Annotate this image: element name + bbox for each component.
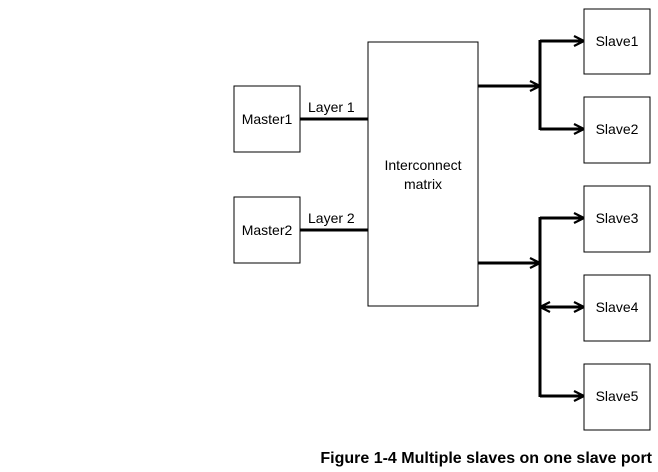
slave4-label: Slave4 — [596, 299, 639, 315]
slave4-box — [583, 274, 651, 342]
master2-box — [233, 196, 301, 264]
slave2-box — [583, 96, 651, 164]
slave1-box — [583, 8, 651, 75]
layer1-label: Layer 1 — [308, 99, 355, 115]
slave3-box — [583, 185, 651, 253]
slave5-box — [583, 363, 651, 431]
slave2-label: Slave2 — [596, 121, 639, 137]
slave3-label: Slave3 — [596, 210, 639, 226]
slave1-node: Slave1 — [583, 8, 651, 75]
interconnect-label-line2: matrix — [404, 176, 442, 192]
slave1-label: Slave1 — [596, 33, 639, 49]
master2-node: Master2 — [233, 196, 301, 264]
slave5-label: Slave5 — [596, 388, 639, 404]
interconnect-label-line1: Interconnect — [384, 157, 461, 173]
slave2-node: Slave2 — [583, 96, 651, 164]
master2-label: Master2 — [242, 222, 293, 238]
slave3-node: Slave3 — [583, 185, 651, 253]
master1-box — [233, 85, 301, 153]
slave4-node: Slave4 — [583, 274, 651, 342]
layer2-label: Layer 2 — [308, 210, 355, 226]
master1-label: Master1 — [242, 111, 293, 127]
figure-caption: Figure 1-4 Multiple slaves on one slave … — [320, 450, 652, 467]
interconnect-matrix: Interconnect matrix — [367, 41, 479, 307]
slave5-node: Slave5 — [583, 363, 651, 431]
master1-node: Master1 — [233, 85, 301, 153]
interconnect-matrix-box — [367, 41, 479, 307]
